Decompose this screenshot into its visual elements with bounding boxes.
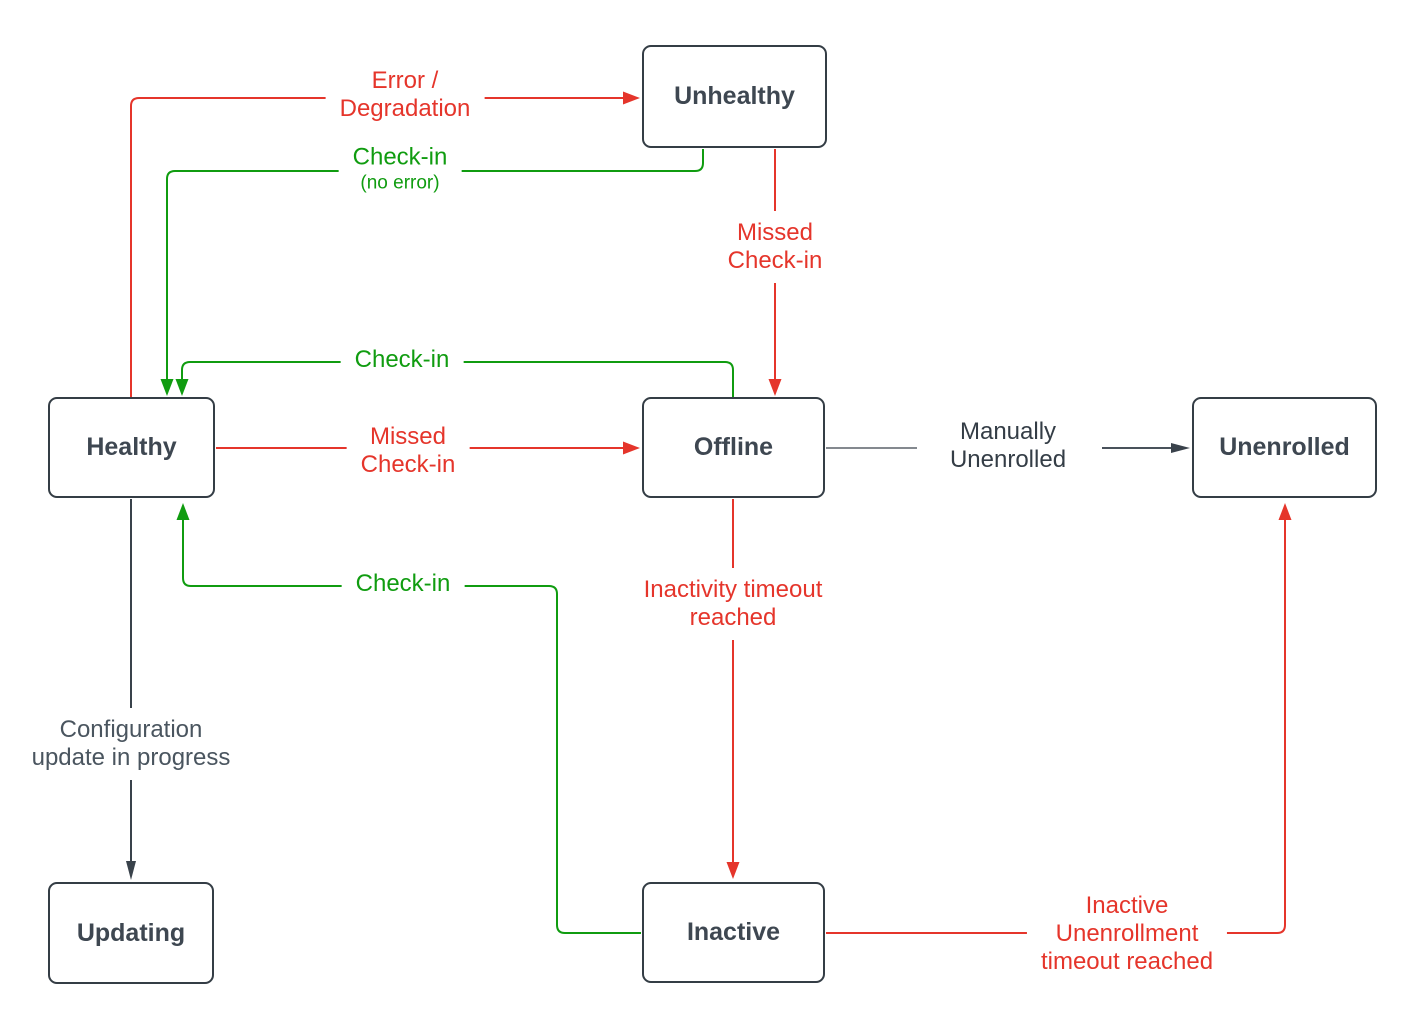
arrowhead-offline-top: [768, 379, 782, 396]
state-node-offline: Offline: [642, 397, 825, 498]
edge-label-checkin-offline: Check-in: [340, 338, 464, 382]
edge-inactive-healthy: [182, 520, 641, 934]
edge-label-error-degradation: Error / Degradation: [325, 59, 485, 131]
state-node-updating: Updating: [48, 882, 214, 984]
arrowhead-unhealthy-left: [623, 91, 640, 105]
state-node-inactive: Inactive: [642, 882, 825, 983]
edge-label-checkin-no-error: Check-in (no error): [338, 135, 462, 203]
edge-label-missed-checkin-healthy: Missed Check-in: [346, 415, 470, 487]
edge-label-manually-unenrolled: Manually Unenrolled: [935, 410, 1081, 482]
arrowhead-unenrolled-left: [1171, 443, 1190, 453]
edge-label-missed-checkin-unhealthy: Missed Check-in: [713, 211, 837, 283]
arrowhead-healthy-bottom: [176, 503, 190, 520]
edge-inactive-unenrolled: [826, 520, 1286, 934]
state-node-unhealthy: Unhealthy: [642, 45, 827, 148]
edge-label-inactive-unenrollment-timeout: Inactive Unenrollment timeout reached: [1026, 884, 1228, 984]
edge-healthy-unhealthy: [130, 97, 623, 397]
arrowhead-healthy-top-2: [175, 379, 189, 396]
arrowhead-offline-left: [623, 441, 640, 455]
arrowhead-updating-top: [126, 861, 136, 880]
state-node-unenrolled: Unenrolled: [1192, 397, 1377, 498]
state-node-healthy: Healthy: [48, 397, 215, 498]
edge-label-configuration-update: Configuration update in progress: [17, 708, 245, 780]
arrowhead-unenrolled-bottom: [1278, 503, 1292, 520]
edge-label-checkin-inactive: Check-in: [341, 562, 465, 606]
edge-label-inactivity-timeout: Inactivity timeout reached: [629, 568, 837, 640]
arrowhead-inactive-top: [726, 862, 740, 879]
arrowhead-healthy-top-1: [160, 379, 174, 396]
